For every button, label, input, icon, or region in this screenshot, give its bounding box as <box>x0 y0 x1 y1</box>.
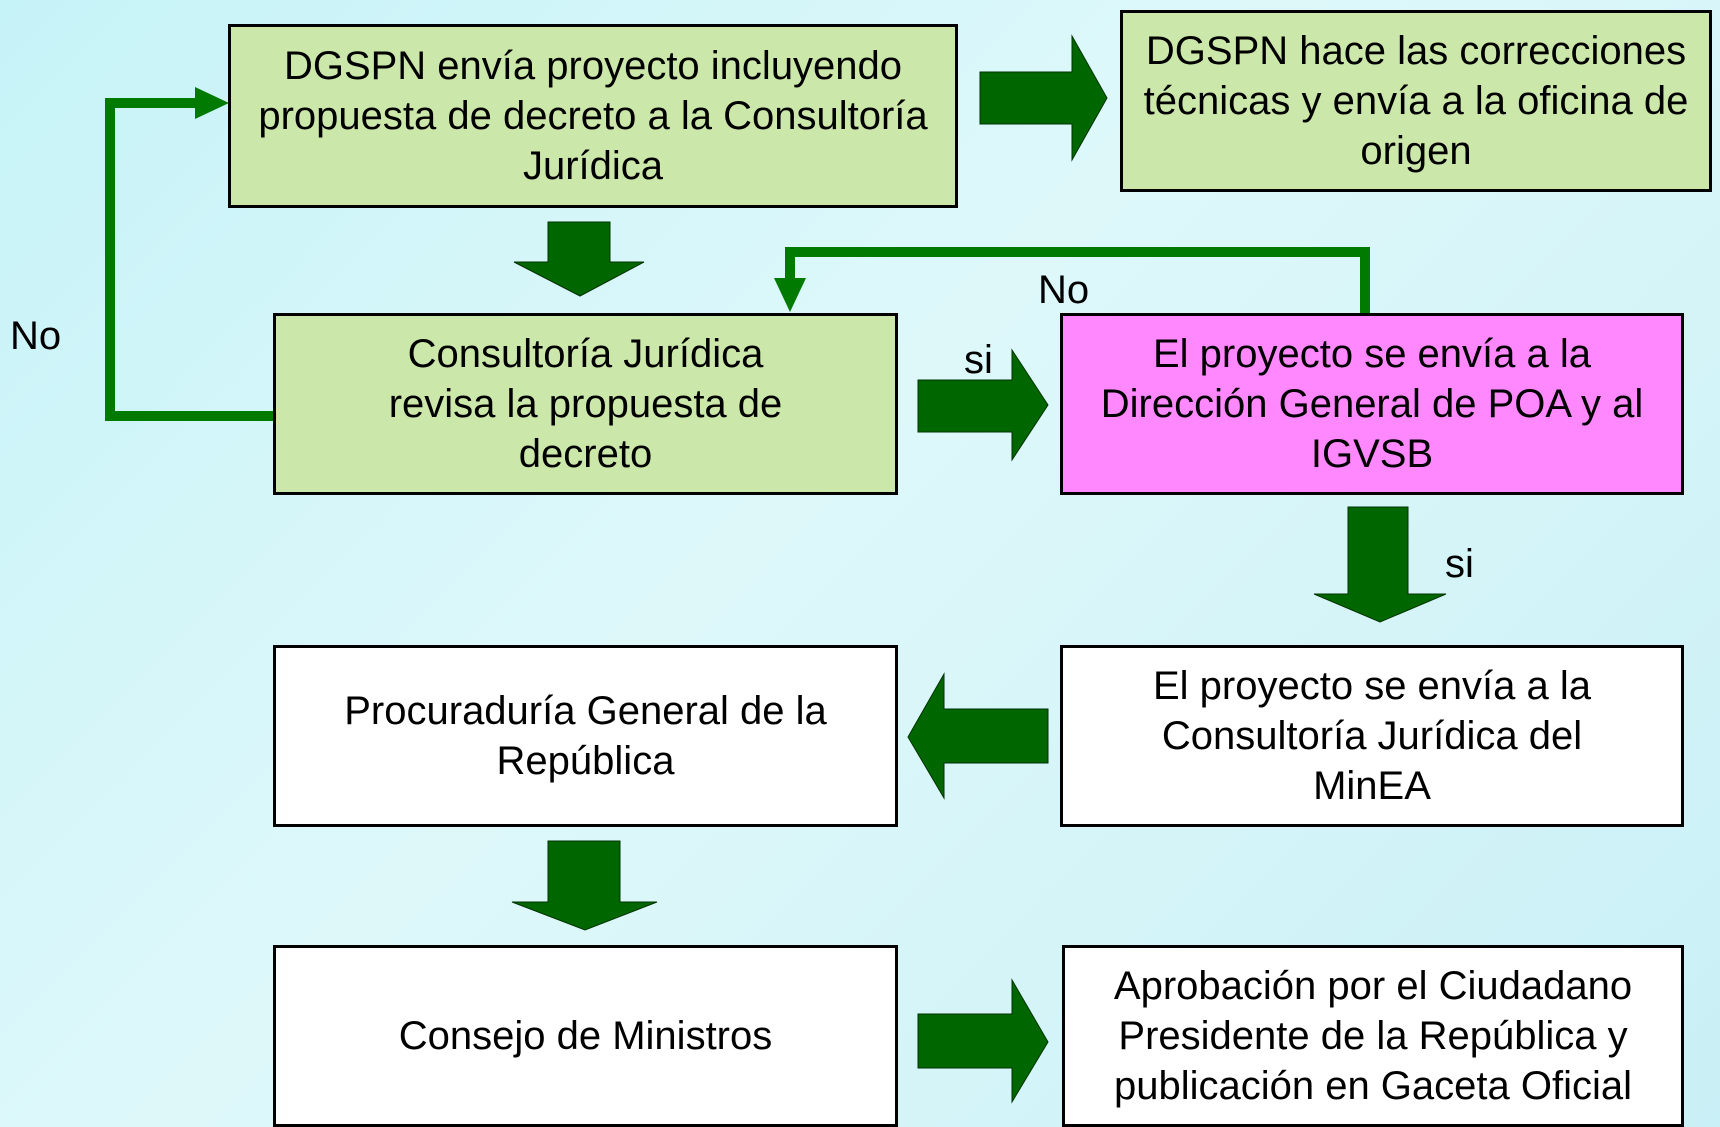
label-si-right: si <box>964 338 993 382</box>
box-procuraduria: Procuraduría General de la República <box>273 645 898 827</box>
arrow-send-to-corrections <box>979 34 1108 162</box>
arrow-procuraduria-to-consejo <box>511 840 658 931</box>
arrow-review-to-poa <box>917 348 1049 462</box>
box-consejo: Consejo de Ministros <box>273 945 898 1127</box>
box-procuraduria-text: Procuraduría General de la República <box>344 689 827 783</box>
arrow-minea-to-procuraduria <box>907 672 1049 800</box>
loop-no-left <box>105 98 273 421</box>
box-minea: El proyecto se envía a la Consultoría Ju… <box>1060 645 1684 827</box>
box-aprobacion: Aprobación por el Ciudadano Presidente d… <box>1062 945 1684 1127</box>
loop-no-top-head <box>774 278 806 312</box>
label-no-left: No <box>10 314 62 358</box>
box-poa-igvsb: El proyecto se envía a la Dirección Gene… <box>1060 313 1684 495</box>
box-dgspn-send: DGSPN envía proyecto incluyendo propuest… <box>228 24 958 208</box>
box-consultoria-review-text: Consultoría Jurídica revisa la propuesta… <box>388 332 783 476</box>
box-dgspn-corrections-text: DGSPN hace las correcciones técnicas y e… <box>1143 29 1689 173</box>
arrow-send-to-review <box>513 221 645 297</box>
loop-no-left-head <box>195 87 229 119</box>
box-dgspn-corrections: DGSPN hace las correcciones técnicas y e… <box>1120 10 1712 192</box>
arrow-consejo-to-aprobacion <box>917 978 1049 1104</box>
box-aprobacion-text: Aprobación por el Ciudadano Presidente d… <box>1113 964 1633 1108</box>
label-no-top: No <box>1038 268 1090 312</box>
label-si-down: si <box>1445 542 1474 586</box>
box-consejo-text: Consejo de Ministros <box>398 1014 773 1058</box>
loop-no-top <box>785 247 1370 313</box>
box-minea-text: El proyecto se envía a la Consultoría Ju… <box>1152 664 1592 808</box>
arrow-poa-to-minea <box>1313 506 1447 623</box>
box-consultoria-review: Consultoría Jurídica revisa la propuesta… <box>273 313 898 495</box>
box-dgspn-send-text: DGSPN envía proyecto incluyendo propuest… <box>258 44 928 188</box>
box-poa-igvsb-text: El proyecto se envía a la Dirección Gene… <box>1100 332 1644 476</box>
